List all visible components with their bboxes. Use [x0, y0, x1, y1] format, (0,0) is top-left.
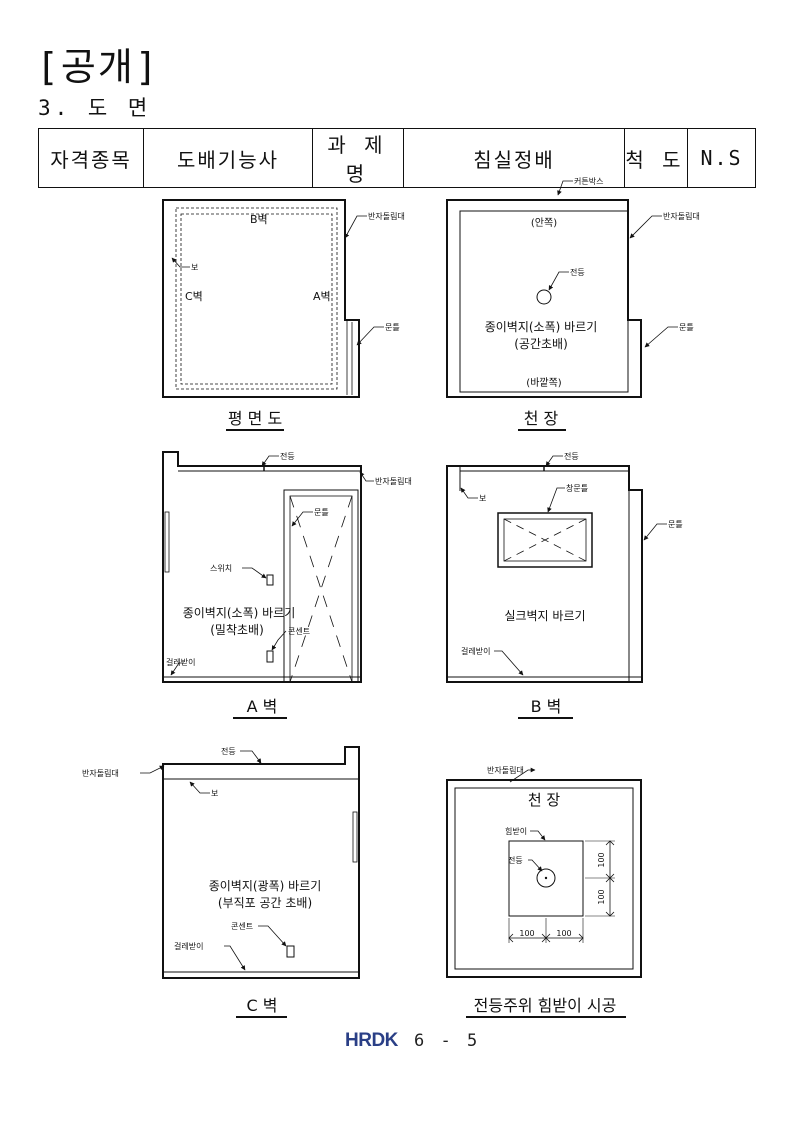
- ceiling-caption: 천 장: [524, 409, 559, 428]
- wall-a-drawing: 전등 반자돌림대 문틀 스위치 종이벽지(소폭) 바르기 (밀착초배) 콘센트 …: [162, 451, 412, 719]
- wall-b-drawing: 전등 보 창문틀 문틀 실크벽지 바르기 걸레받이 B 벽: [446, 451, 683, 719]
- header-task: 침실정배: [403, 128, 625, 188]
- wall-a-baseboard-label: 걸레받이: [166, 657, 195, 667]
- header-table: 자격종목 도배기능사 과 제 명 침실정배 척 도 N.S: [38, 128, 756, 188]
- reinforce-dim-h1: 100: [519, 929, 534, 938]
- reinforce-support-label: 힘받이: [505, 826, 527, 836]
- wall-c-light-label: 전등: [221, 746, 236, 756]
- plan-door-frame-label: 문틀: [385, 323, 400, 332]
- wall-c-drawing: 전등 반자돌림대 보 종이벽지(광폭) 바르기 (부직포 공간 초배) 콘센트 …: [82, 746, 360, 1018]
- wall-b-light-label: 전등: [564, 451, 579, 461]
- wall-b-caption: B 벽: [531, 697, 562, 716]
- ceiling-outside-label: (바깥쪽): [526, 377, 562, 389]
- reinforce-molding-label: 반자돌림대: [487, 765, 524, 775]
- reinforce-inner-title: 천 장: [528, 791, 561, 809]
- ceiling-finish-line1: 종이벽지(소폭) 바르기: [485, 320, 598, 334]
- page-title: [공개]: [36, 45, 160, 89]
- wall-b-door-frame-label: 문틀: [668, 520, 683, 529]
- wall-a-molding-label: 반자돌림대: [375, 476, 412, 486]
- wall-a-outlet-label: 콘센트: [288, 626, 310, 636]
- ceiling-light-label: 전등: [570, 267, 585, 277]
- ceiling-molding-label: 반자돌림대: [663, 211, 700, 221]
- wall-a-switch-label: 스위치: [210, 564, 232, 573]
- wall-c-outlet-label: 콘센트: [231, 921, 253, 931]
- wall-b-finish-label: 실크벽지 바르기: [504, 609, 585, 623]
- wall-c-baseboard-label: 걸레받이: [174, 941, 203, 951]
- wall-c-beam-label: 보: [211, 789, 218, 798]
- plan-beam-label: 보: [191, 263, 198, 272]
- wall-b-baseboard-label: 걸레받이: [461, 646, 490, 656]
- section-heading: 3. 도 면: [38, 96, 152, 120]
- plan-molding-label: 반자돌림대: [368, 211, 405, 221]
- reinforce-dim-v1: 100: [597, 852, 606, 867]
- wall-c-molding-label: 반자돌림대: [82, 768, 119, 778]
- plan-drawing: B벽 C벽 A벽 보 반자돌림대 문틀 평 면 도: [162, 199, 405, 431]
- reinforce-light-label: 전등: [508, 855, 523, 865]
- plan-wall-b-label: B벽: [250, 213, 268, 226]
- wall-a-door-frame-label: 문틀: [314, 508, 329, 517]
- ceiling-drawing: 커튼박스 반자돌림대 (안쪽) 전등 문틀 종이벽지(소폭) 바르기 (공간초배…: [446, 176, 700, 431]
- wall-c-finish-line2: (부직포 공간 초배): [218, 896, 312, 910]
- plan-wall-a-label: A벽: [313, 290, 331, 303]
- wall-a-finish-line1: 종이벽지(소폭) 바르기: [183, 606, 296, 620]
- wall-a-caption: A 벽: [247, 697, 278, 716]
- wall-a-finish-line2: (밀착초배): [210, 623, 264, 637]
- reinforce-dim-v2: 100: [597, 889, 606, 904]
- wall-b-beam-label: 보: [479, 494, 486, 503]
- plan-wall-c-label: C벽: [185, 290, 203, 303]
- header-label-task: 과 제 명: [312, 128, 404, 188]
- page-number: 6 - 5: [414, 1031, 481, 1051]
- ceiling-finish-line2: (공간초배): [514, 337, 568, 351]
- wall-b-window-frame-label: 창문틀: [566, 484, 588, 493]
- hrdk-logo: HRDK: [345, 1030, 398, 1051]
- reinforce-caption: 전등주위 힘받이 시공: [474, 996, 617, 1015]
- ceiling-curtain-box-label: 커튼박스: [574, 176, 603, 186]
- wall-a-light-label: 전등: [280, 451, 295, 461]
- ceiling-inside-label: (안쪽): [531, 217, 557, 229]
- header-label-scale: 척 도: [624, 128, 688, 188]
- ceiling-door-frame-label: 문틀: [679, 323, 694, 332]
- reinforce-drawing: 천 장 반자돌림대 힘받이 전등 100 100 100 100 전등주위 힘받…: [446, 765, 642, 1018]
- reinforce-dim-h2: 100: [556, 929, 571, 938]
- wall-c-finish-line1: 종이벽지(광폭) 바르기: [209, 879, 322, 893]
- header-label-qualification: 자격종목: [38, 128, 144, 188]
- plan-caption: 평 면 도: [228, 409, 282, 428]
- header-scale: N.S: [687, 128, 756, 188]
- wall-c-caption: C 벽: [247, 996, 278, 1015]
